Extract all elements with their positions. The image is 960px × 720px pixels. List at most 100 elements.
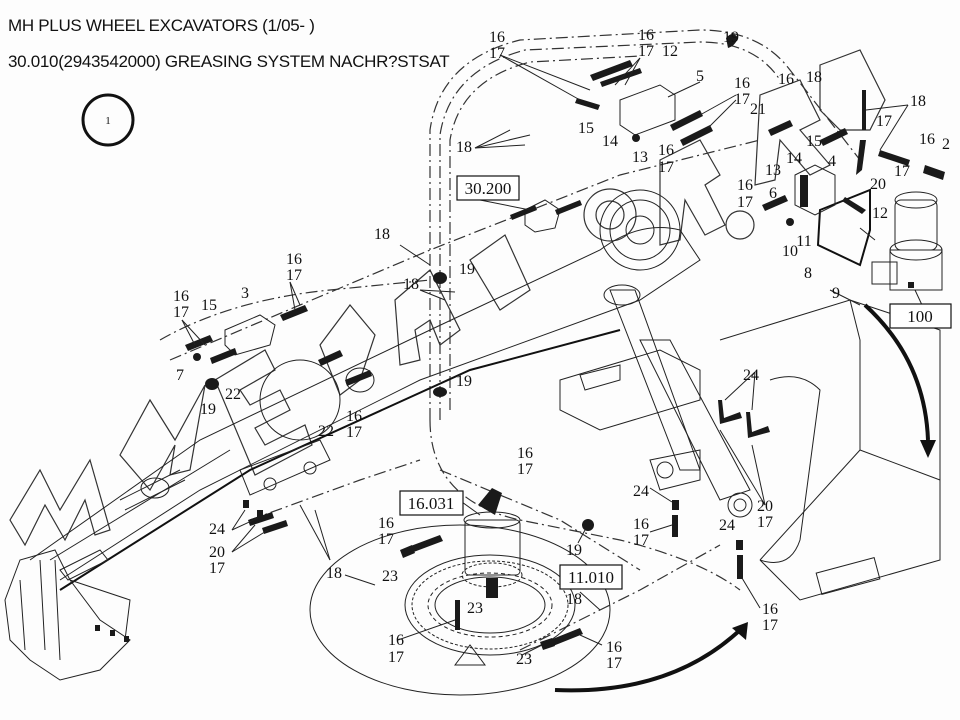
part-callout-16[interactable]: 16 <box>378 515 394 532</box>
part-callout-13[interactable]: 13 <box>632 149 648 166</box>
part-callout-20[interactable]: 20 <box>209 544 225 561</box>
part-callout-23[interactable]: 23 <box>382 568 398 585</box>
part-callout-17[interactable]: 17 <box>388 649 404 666</box>
part-callout-16[interactable]: 16 <box>346 408 362 425</box>
part-callout-12[interactable]: 12 <box>662 43 678 60</box>
part-callout-17[interactable]: 17 <box>173 304 189 321</box>
part-callout-18[interactable]: 18 <box>403 276 419 293</box>
catalog-title: MH PLUS WHEEL EXCAVATORS (1/05- ) <box>8 16 315 35</box>
part-callout-16[interactable]: 16 <box>517 445 533 462</box>
part-callout-23[interactable]: 23 <box>467 600 483 617</box>
part-callout-16[interactable]: 16 <box>173 288 189 305</box>
bucket <box>4 549 131 681</box>
leader-lines <box>181 54 923 656</box>
part-callout-12[interactable]: 12 <box>872 205 888 222</box>
part-callout-17[interactable]: 17 <box>517 461 533 478</box>
part-callout-20[interactable]: 20 <box>870 176 886 193</box>
part-callout-18[interactable]: 18 <box>910 93 926 110</box>
reference-box-16031[interactable]: 16.031 <box>399 490 464 516</box>
reference-box-11010[interactable]: 11.010 <box>559 564 623 590</box>
part-callout-17[interactable]: 17 <box>286 267 302 284</box>
slewing-ring <box>309 524 611 696</box>
part-callout-3[interactable]: 3 <box>241 285 249 302</box>
part-callout-15[interactable]: 15 <box>201 297 217 314</box>
part-callout-17[interactable]: 17 <box>876 113 892 130</box>
part-callout-16[interactable]: 16 <box>778 71 794 88</box>
part-callout-13[interactable]: 13 <box>765 162 781 179</box>
part-callout-17[interactable]: 17 <box>737 194 753 211</box>
part-callout-18[interactable]: 18 <box>806 69 822 86</box>
part-callout-21[interactable]: 21 <box>750 101 766 118</box>
arrow-up-icon <box>732 622 748 640</box>
part-callout-16[interactable]: 16 <box>762 601 778 618</box>
section-title: 30.010(2943542000) GREASING SYSTEM NACHR… <box>8 52 450 71</box>
part-callout-16[interactable]: 16 <box>658 142 674 159</box>
part-callout-17[interactable]: 17 <box>346 424 362 441</box>
part-callout-18[interactable]: 18 <box>374 226 390 243</box>
part-callout-17[interactable]: 17 <box>894 163 910 180</box>
part-callout-17[interactable]: 17 <box>209 560 225 577</box>
part-callout-15[interactable]: 15 <box>578 120 594 137</box>
reference-box-30200[interactable]: 30.200 <box>456 175 520 201</box>
part-callout-16[interactable]: 16 <box>919 131 935 148</box>
part-callout-17[interactable]: 17 <box>606 655 622 672</box>
part-callout-17[interactable]: 17 <box>734 91 750 108</box>
part-callout-24[interactable]: 24 <box>743 367 759 384</box>
part-callout-22[interactable]: 22 <box>318 423 334 440</box>
part-callout-4[interactable]: 4 <box>828 153 836 170</box>
part-callout-6[interactable]: 6 <box>769 185 777 202</box>
part-callout-20[interactable]: 20 <box>757 498 773 515</box>
part-callout-17[interactable]: 17 <box>638 43 654 60</box>
part-callout-17[interactable]: 17 <box>658 159 674 176</box>
grease-hose-routes <box>159 29 861 651</box>
part-callout-16[interactable]: 16 <box>633 516 649 533</box>
part-callout-14[interactable]: 14 <box>786 150 802 167</box>
reference-box-100[interactable]: 100 <box>889 303 952 329</box>
part-callout-19[interactable]: 19 <box>723 29 739 46</box>
part-callout-17[interactable]: 17 <box>762 617 778 634</box>
part-callout-17[interactable]: 17 <box>489 45 505 62</box>
part-callout-18[interactable]: 18 <box>326 565 342 582</box>
part-callout-19[interactable]: 19 <box>459 261 475 278</box>
part-callout-17[interactable]: 17 <box>757 514 773 531</box>
part-callout-16[interactable]: 16 <box>606 639 622 656</box>
part-callout-18[interactable]: 18 <box>456 139 472 156</box>
part-callout-2[interactable]: 2 <box>942 136 950 153</box>
part-callout-5[interactable]: 5 <box>696 68 704 85</box>
part-callout-15[interactable]: 15 <box>806 133 822 150</box>
part-callout-19[interactable]: 19 <box>200 401 216 418</box>
part-callout-9[interactable]: 9 <box>832 285 840 302</box>
pump-bracket <box>816 188 876 267</box>
part-callout-10[interactable]: 10 <box>782 243 798 260</box>
part-callout-19[interactable]: 19 <box>566 542 582 559</box>
part-callout-8[interactable]: 8 <box>804 265 812 282</box>
part-callout-22[interactable]: 22 <box>225 386 241 403</box>
svg-text:16.031: 16.031 <box>408 494 455 513</box>
part-callout-24[interactable]: 24 <box>719 517 735 534</box>
part-callout-16[interactable]: 16 <box>737 177 753 194</box>
part-callout-17[interactable]: 17 <box>378 531 394 548</box>
part-callout-16[interactable]: 16 <box>734 75 750 92</box>
part-callout-16[interactable]: 16 <box>638 27 654 44</box>
svg-text:11.010: 11.010 <box>568 568 614 587</box>
boom-structure <box>29 189 701 591</box>
part-callout-16[interactable]: 16 <box>388 632 404 649</box>
part-callout-14[interactable]: 14 <box>602 133 618 150</box>
watermark <box>9 49 886 547</box>
part-callout-24[interactable]: 24 <box>633 483 649 500</box>
part-callout-16[interactable]: 16 <box>489 29 505 46</box>
part-callout-11[interactable]: 11 <box>796 233 811 250</box>
distributor-blocks <box>224 84 836 356</box>
part-callout-19[interactable]: 19 <box>456 373 472 390</box>
part-callout-18[interactable]: 18 <box>566 591 582 608</box>
arrow-down-icon <box>920 440 936 458</box>
figure-number: 1 <box>105 115 111 127</box>
swing-motor <box>461 488 523 598</box>
part-callout-17[interactable]: 17 <box>633 532 649 549</box>
part-callout-23[interactable]: 23 <box>516 651 532 668</box>
part-callout-24[interactable]: 24 <box>209 521 225 538</box>
svg-text:100: 100 <box>907 307 933 326</box>
part-callout-16[interactable]: 16 <box>286 251 302 268</box>
part-callout-7[interactable]: 7 <box>176 367 184 384</box>
